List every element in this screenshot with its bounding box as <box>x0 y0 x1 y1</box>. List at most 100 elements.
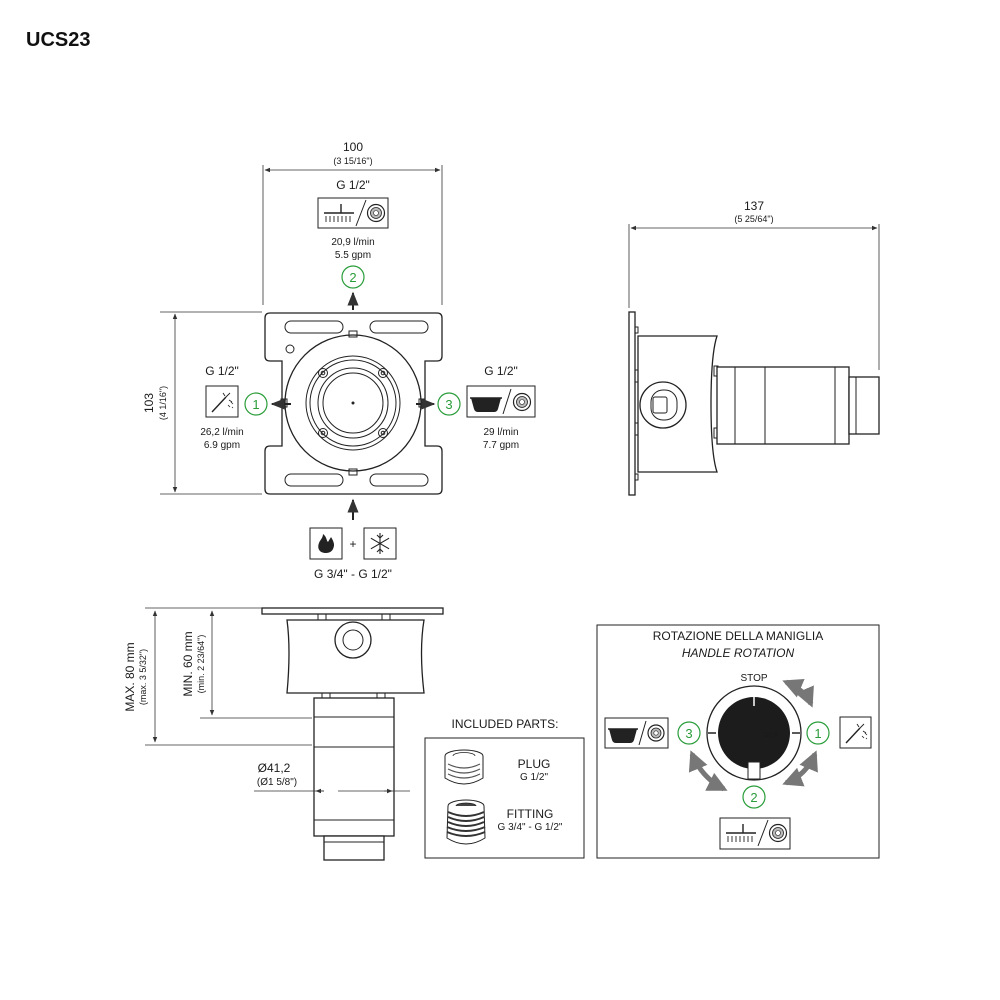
handle-rotation-title-it: ROTAZIONE DELLA MANIGLIA <box>653 629 823 643</box>
handle-rotation-panel: ROTAZIONE DELLA MANIGLIA HANDLE ROTATION… <box>596 624 880 859</box>
side-mounting-plate <box>628 311 636 496</box>
side-cartridge-housing <box>716 366 850 445</box>
cold-water-icon-box <box>363 527 397 560</box>
fitting-thread: G 3/4" - G 1/2" <box>498 822 563 833</box>
plug-thread: G 1/2" <box>520 772 548 783</box>
rotation-num-right: 1 <box>814 726 821 741</box>
brand-label: CEA <box>764 732 779 739</box>
cold-water-snowflake-icon <box>370 533 390 554</box>
front-cartridge-housing <box>313 697 395 837</box>
valve-center <box>351 401 355 405</box>
valve-body-ring <box>309 359 397 447</box>
side-outlet-port <box>639 381 687 429</box>
top-view: 100 (3 15/16") 103 (4 1/16") <box>142 140 536 581</box>
page-title: UCS23 <box>26 29 90 51</box>
depth-mm-label: 137 <box>744 199 764 213</box>
valve-screws <box>318 368 388 438</box>
outlet-thread-icon <box>768 823 788 843</box>
max-depth-label: MAX. 80 mm <box>123 642 137 711</box>
plug-icon <box>444 749 484 785</box>
handle-rotation-title-en: HANDLE ROTATION <box>682 646 795 660</box>
outlet-top-thread: G 1/2" <box>336 178 370 192</box>
outlet-left-flow-g: 6.9 gpm <box>204 440 240 451</box>
outlet-thread-icon <box>512 392 532 412</box>
front-outlet-port <box>334 621 372 659</box>
outlet-right-flow-l: 29 l/min <box>483 427 518 438</box>
rotation-overhead-shower-icon-box <box>719 817 791 850</box>
outlet-top-flow-g: 5.5 gpm <box>335 250 371 261</box>
plate-slot <box>284 320 344 334</box>
handle-knob <box>718 697 790 769</box>
front-stem <box>323 835 385 861</box>
outlet-nub <box>348 468 358 476</box>
inlet-plus: + <box>349 537 356 551</box>
rotation-arrow-icon <box>782 678 814 708</box>
valve-body-ring <box>305 355 401 451</box>
hot-water-flame-icon <box>318 534 335 553</box>
min-depth-in-label: (min. 2 23/64") <box>196 635 206 694</box>
height-mm-label: 103 <box>142 393 156 413</box>
outlet-top-icon-box <box>317 197 389 229</box>
outlet-left-num: 1 <box>252 397 259 412</box>
side-outlet-inner <box>650 389 678 421</box>
outlet-number-1 <box>244 392 268 416</box>
rotation-hand-shower-icon-box <box>839 716 872 749</box>
outlet-right-icon-box <box>466 385 536 418</box>
diameter-label: Ø41,2 <box>258 761 291 775</box>
bathtub-icon <box>470 397 502 412</box>
plate-slot <box>284 473 344 487</box>
hot-water-icon-box <box>309 527 343 560</box>
fitting-icon <box>446 799 486 845</box>
hand-shower-icon <box>211 392 234 413</box>
rotation-number-1 <box>806 721 830 745</box>
height-in-label: (4 1/16") <box>158 386 168 420</box>
outlet-right-flow-g: 7.7 gpm <box>483 440 519 451</box>
outlet-right-thread: G 1/2" <box>484 364 518 378</box>
handle-lever <box>747 761 761 780</box>
depth-in-label: (5 25/64") <box>734 214 773 224</box>
fitting-name: FITTING <box>507 807 554 821</box>
hand-shower-icon <box>845 723 868 744</box>
side-view: 137 (5 25/64") <box>628 199 880 496</box>
rotation-num-bottom: 2 <box>750 790 757 805</box>
outlet-thread-icon <box>647 724 665 742</box>
included-parts-panel: INCLUDED PARTS: PLUG G 1/2" FITTING G 3/… <box>424 717 585 859</box>
plate-slot <box>369 320 429 334</box>
rotation-num-left: 3 <box>685 726 692 741</box>
front-mounting-plate <box>261 607 444 615</box>
outlet-left-thread: G 1/2" <box>205 364 239 378</box>
stop-label: STOP <box>740 673 767 684</box>
outlet-left-icon-box <box>205 385 239 418</box>
plate-hole <box>285 344 295 354</box>
outlet-top-flow-l: 20,9 l/min <box>331 237 374 248</box>
rotation-number-3 <box>677 721 701 745</box>
width-in-label: (3 15/16") <box>333 156 372 166</box>
side-stem <box>848 376 880 435</box>
plate-slot <box>369 473 429 487</box>
min-depth-label: MIN. 60 mm <box>181 631 195 696</box>
outlet-top-num: 2 <box>349 270 356 285</box>
width-mm-label: 100 <box>343 140 363 154</box>
max-depth-in-label: (max. 3 5/32") <box>138 649 148 705</box>
rotation-number-2 <box>742 785 766 809</box>
plug-name: PLUG <box>518 757 551 771</box>
outlet-thread-icon <box>366 203 386 223</box>
valve-cartridge-inner <box>322 372 384 434</box>
rotation-bathtub-icon-box <box>604 717 669 749</box>
overhead-shower-icon <box>324 204 354 222</box>
overhead-shower-icon <box>726 824 756 842</box>
outlet-number-2 <box>341 265 365 289</box>
outlet-right-num: 3 <box>445 397 452 412</box>
front-view: MAX. 80 mm (max. 3 5/32") MIN. 60 mm (mi… <box>123 607 444 861</box>
rotation-arrow-icon <box>688 750 728 792</box>
outlet-left-flow-l: 26,2 l/min <box>200 427 243 438</box>
bathtub-icon <box>608 728 638 743</box>
included-parts-heading: INCLUDED PARTS: <box>452 717 559 731</box>
inlet-thread: G 3/4" - G 1/2" <box>314 567 392 581</box>
valve-cartridge <box>317 367 389 439</box>
diameter-in-label: (Ø1 5/8") <box>257 777 297 788</box>
outlet-nub <box>348 330 358 338</box>
rotation-arrow-icon <box>782 750 818 787</box>
outlet-number-3 <box>437 392 461 416</box>
